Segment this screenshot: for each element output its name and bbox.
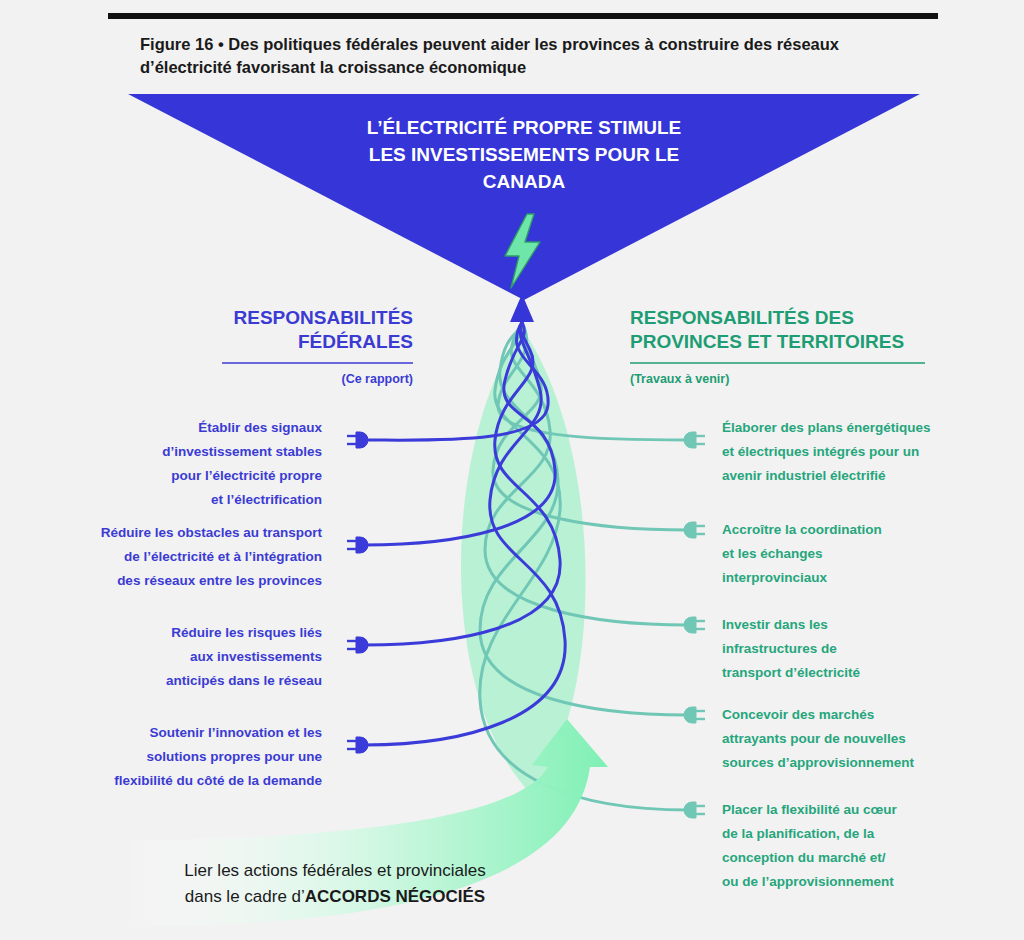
top-rule <box>108 13 938 19</box>
goal-triangle: L’ÉLECTRICITÉ PROPRE STIMULE LES INVESTI… <box>128 94 920 300</box>
federal-action: Réduire les obstacles au transport de l’… <box>99 521 322 593</box>
provincial-wire <box>480 322 688 810</box>
provincial-action: Accroître la coordination et les échange… <box>722 518 892 590</box>
plug-symbol <box>684 802 705 818</box>
plug-symbol <box>684 522 705 538</box>
figure-title: Figure 16 • Des politiques fédérales peu… <box>140 33 890 79</box>
bundle-arrowhead <box>510 294 534 322</box>
federal-action: Établir des signaux d’investissement sta… <box>159 416 322 512</box>
plug-symbol <box>347 537 368 553</box>
federal-wire <box>364 322 560 645</box>
plug-symbol <box>684 432 705 448</box>
triangle-fill <box>128 94 920 300</box>
plug-symbol <box>347 432 368 448</box>
node-text: L’ÉLECTRICITÉ PROPRE STIMULE LES INVESTI… <box>366 114 682 195</box>
provincial-action: Investir dans les infrastructures de tra… <box>722 613 872 685</box>
heading-underline <box>630 362 925 364</box>
plug-symbol <box>347 637 368 653</box>
emphasis-text: ACCORDS NÉGOCIÉS <box>305 887 485 906</box>
heading-underline <box>222 362 413 364</box>
node-text: Lier les actions fédérales et provincial… <box>174 858 496 910</box>
federal-action: Soutenir l’innovation et les solutions p… <box>102 721 322 793</box>
provincial-action: Placer la flexibilité au cœur de la plan… <box>722 798 904 894</box>
section-heading: RESPONSABILITÉS FÉDÉRALES <box>193 306 413 354</box>
plug-symbol <box>684 617 705 633</box>
provincial-action: Élaborer des plans énergétiques et élect… <box>722 416 937 488</box>
section-note: (Travaux à venir) <box>630 371 830 387</box>
plug-symbol <box>684 707 705 723</box>
section-heading: RESPONSABILITÉS DES PROVINCES ET TERRITO… <box>630 306 925 354</box>
agreement-arrow: Lier les actions fédérales et provincial… <box>120 715 610 935</box>
federal-action: Réduire les risques liés aux investissem… <box>157 621 322 693</box>
provincial-action: Concevoir des marchés attrayants pour de… <box>722 703 927 775</box>
provincial-wire <box>485 322 688 625</box>
plug-symbol <box>347 737 368 753</box>
section-note: (Ce rapport) <box>253 371 413 387</box>
